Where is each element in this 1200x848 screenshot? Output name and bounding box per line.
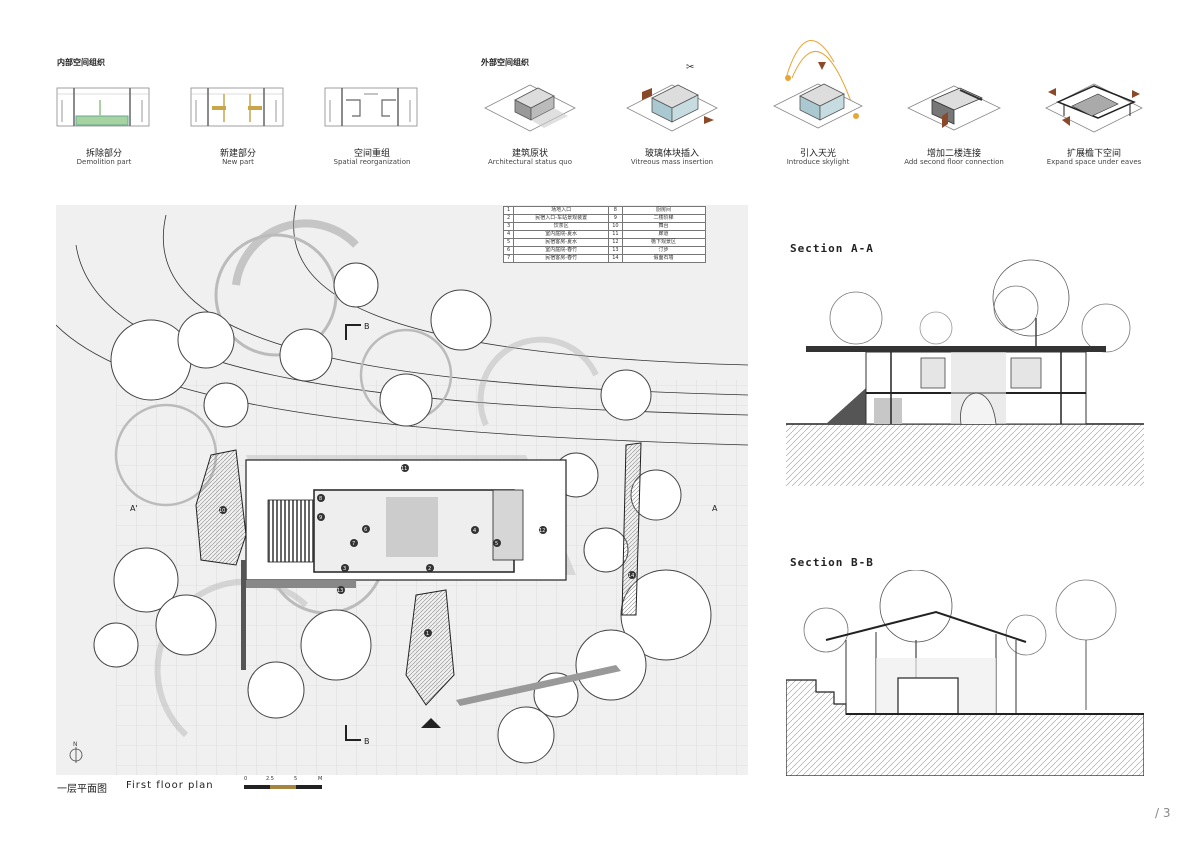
second-floor-label-en: Add second floor connection xyxy=(904,158,1004,166)
section-mark-b-bottom: B xyxy=(364,737,370,746)
first-floor-site-plan xyxy=(56,205,748,775)
glass-insertion-label-en: Vitreous mass insertion xyxy=(630,158,714,166)
status-quo-label-cn: 建筑原状 xyxy=(511,149,548,159)
status-quo-axon-diagram xyxy=(484,84,576,132)
glass-insertion-axon-diagram: ✂ xyxy=(626,62,718,132)
scale-label-m: M xyxy=(318,776,323,782)
section-mark-a-right: A xyxy=(712,504,718,513)
new-part-plan-diagram xyxy=(190,87,284,127)
skylight-label-en: Introduce skylight xyxy=(786,158,850,166)
room-number-11: 11 xyxy=(401,466,408,472)
demolition-plan-diagram xyxy=(56,87,150,127)
sun-icon xyxy=(853,113,859,119)
room-number-7: 7 xyxy=(352,541,356,547)
room-number-13: 13 xyxy=(337,588,344,594)
internal-organization-title: 内部空间组织 xyxy=(57,58,105,67)
reorganization-plan-diagram xyxy=(324,87,418,127)
room-number-1: 1 xyxy=(426,631,430,637)
second-floor-axon-diagram xyxy=(907,85,1001,131)
room-number-12: 12 xyxy=(539,528,546,534)
skylight-axon-diagram xyxy=(773,40,863,129)
section-aa-title: Section A-A xyxy=(790,242,874,255)
eaves-axon-diagram xyxy=(1045,83,1143,133)
new-part-label-cn: 新建部分 xyxy=(219,149,256,159)
sun-icon xyxy=(785,75,791,81)
skylight-label-cn: 引入天光 xyxy=(799,149,836,159)
room-number-3: 3 xyxy=(343,566,347,572)
glass-insertion-label-cn: 玻璃体块插入 xyxy=(644,149,699,159)
status-quo-label-en: Architectural status quo xyxy=(487,158,573,166)
section-mark-a-left: A' xyxy=(130,504,138,513)
eaves-label-cn: 扩展檐下空间 xyxy=(1066,149,1121,159)
svg-text:✂: ✂ xyxy=(686,62,694,73)
room-number-10: 10 xyxy=(219,508,226,514)
room-number-8: 8 xyxy=(319,496,323,502)
scale-bar xyxy=(244,785,322,789)
new-part-label-en: New part xyxy=(222,158,254,166)
room-number-14: 14 xyxy=(628,573,635,579)
north-arrow-icon: N xyxy=(73,741,78,748)
scale-label-0: 0 xyxy=(244,776,248,782)
section-bb-title: Section B-B xyxy=(790,556,874,569)
room-number-6: 6 xyxy=(364,527,368,533)
room-number-2: 2 xyxy=(428,566,432,572)
section-aa-drawing xyxy=(786,259,1144,486)
room-number-4: 4 xyxy=(473,528,477,534)
demolition-label-cn: 拆除部分 xyxy=(85,149,122,159)
section-mark-b-top: B xyxy=(364,322,370,331)
reorganization-label-en: Spatial reorganization xyxy=(333,158,411,166)
external-organization-title: 外部空间组织 xyxy=(481,58,529,67)
demolition-label-en: Demolition part xyxy=(76,158,132,166)
room-number-5: 5 xyxy=(495,541,499,547)
scale-label-2-5: 2.5 xyxy=(266,776,274,782)
plan-caption-cn: 一层平面图 xyxy=(57,784,107,795)
eaves-label-en: Expand space under eaves xyxy=(1046,158,1142,166)
plan-caption-en: First floor plan xyxy=(126,780,214,791)
page-number: / 3 xyxy=(1155,806,1171,820)
section-bb-drawing xyxy=(786,570,1144,776)
second-floor-label-cn: 增加二楼连接 xyxy=(926,149,981,159)
reorganization-label-cn: 空间重组 xyxy=(353,149,390,159)
room-number-9: 9 xyxy=(319,515,323,521)
scale-label-5: 5 xyxy=(294,776,298,782)
